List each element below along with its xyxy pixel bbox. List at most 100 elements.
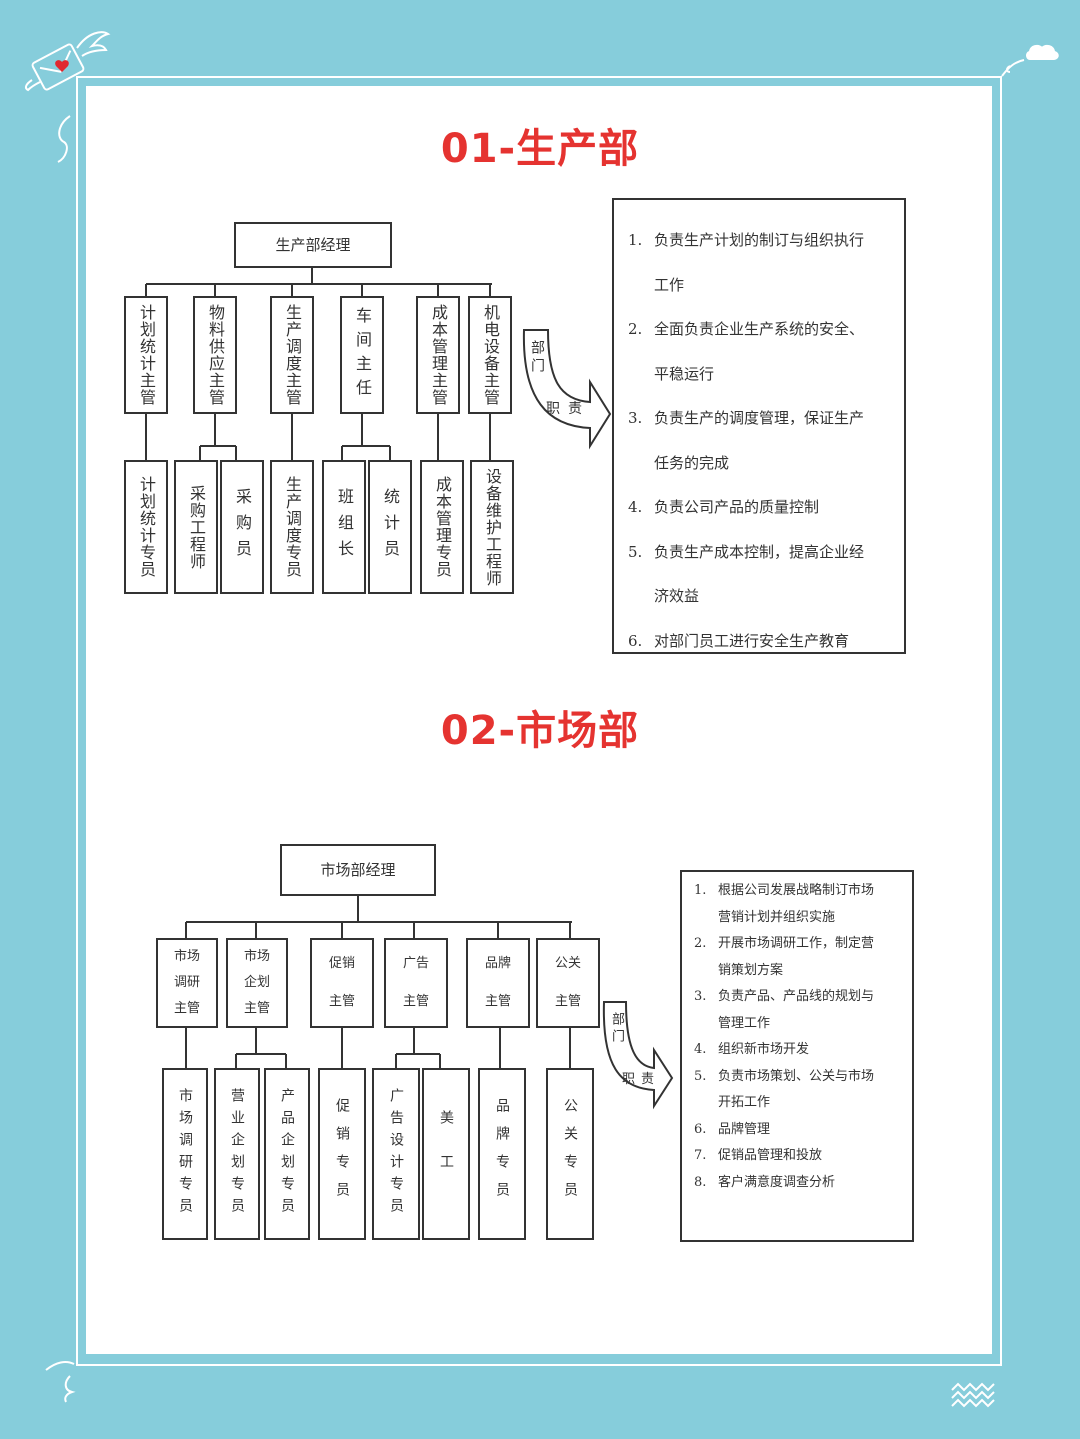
responsibility-item: 6.品牌管理 [694,1117,904,1144]
responsibility-number: 1. [694,883,707,898]
responsibility-text: 负责市场策划、公关与市场 [718,1068,875,1084]
responsibility-item: 7.促销品管理和投放 [694,1143,904,1170]
supervisor-box: 市场调研主管 [156,938,218,1028]
arrow-label-duty: 职责 [622,1072,661,1087]
marketing-manager-box: 市场部经理 [280,844,436,896]
responsibility-text: 品牌管理 [718,1121,771,1137]
responsibility-text: 全面负责企业生产系统的安全、 [654,320,865,338]
page-frame [76,76,1002,1366]
supervisor-box: 物料供应主管 [193,296,237,414]
responsibility-item: 1.负责生产计划的制订与组织执行工作 [628,218,894,307]
responsibility-text: 开拓工作 [718,1095,771,1110]
responsibility-text: 组织新市场开发 [718,1042,810,1057]
staff-box: 采购员 [220,460,264,594]
responsibility-text: 济效益 [654,587,700,605]
responsibility-item: 3.负责产品、产品线的规划与管理工作 [694,984,904,1037]
staff-box: 计划统计专员 [124,460,168,594]
supervisor-label-line: 主管 [554,994,581,1009]
staff-box: 班组长 [322,460,366,594]
supervisor-label-line: 主管 [484,994,511,1009]
responsibility-text: 销策划方案 [718,962,784,978]
responsibility-number: 8. [694,1174,707,1190]
cloud-doodle-icon [1001,44,1059,77]
supervisor-label-line: 市场 [173,949,200,964]
staff-box: 公关专员 [546,1068,594,1240]
supervisor-box: 品牌主管 [466,938,530,1028]
responsibility-item: 4. 负责公司产品的质量控制 [628,485,894,530]
supervisor-label: 市场调研主管 [174,944,200,1022]
responsibility-item: 2.开展市场调研工作，制定营销策划方案 [694,931,904,984]
responsibility-list: 1. 根据公司发展战略制订市场营销计划并组织实施 2.开展市场调研工作，制定营销策划… [694,878,904,1196]
responsibility-text: 对部门员工进行安全生产教育 [654,631,850,650]
supervisor-box: 机电设备主管 [468,296,512,414]
supervisor-box: 促销主管 [310,938,374,1028]
staff-box: 品牌专员 [478,1068,526,1240]
staff-box: 采购工程师 [174,460,218,594]
responsibility-number: 3. [628,409,643,427]
staff-box: 促销专员 [318,1068,366,1240]
wave-doodle-icon [951,1382,995,1408]
supervisor-label-line: 品牌 [484,956,511,971]
supervisor-label-line: 主管 [173,1001,200,1016]
supervisor-label: 公关主管 [555,945,581,1021]
responsibility-item: 3. 负责生产的调度管理，保证生产任务的完成 [628,396,894,485]
supervisor-box: 广告主管 [384,938,448,1028]
supervisor-label-line: 促销 [328,956,355,971]
section-title-marketing: 02-市场部 [440,708,640,754]
section-title-production: 01-生产部 [440,126,640,172]
supervisor-box: 计划统计主管 [124,296,168,414]
responsibility-text: 负责生产计划的制订与组织执行 [654,231,865,249]
responsibility-text: 负责生产成本控制，提高企业经 [654,542,865,561]
supervisor-box: 市场企划主管 [226,938,288,1028]
staff-box: 美工 [422,1068,470,1240]
responsibility-text: 工作 [654,275,685,294]
responsibility-item: 2.全面负责企业生产系统的安全、平稳运行 [628,307,894,396]
responsibility-item: 5.负责生产成本控制，提高企业经济效益 [628,530,894,619]
responsibility-text: 管理工作 [718,1015,771,1031]
responsibility-text: 负责生产的调度管理，保证生产 [654,409,865,427]
marketing-responsibilities-box: 1. 根据公司发展战略制订市场营销计划并组织实施 2.开展市场调研工作，制定营销策划… [680,870,914,1242]
arrow-label-dept: 部门 [529,340,545,376]
responsibility-text: 营销计划并组织实施 [718,909,836,925]
staff-box: 设备维护工程师 [470,460,514,594]
supervisor-box: 车间主任 [340,296,384,414]
supervisor-box: 生产调度主管 [270,296,314,414]
responsibility-text: 平稳运行 [654,364,715,383]
supervisor-label-line: 广告 [402,956,429,971]
responsibility-number: 5. [694,1068,707,1084]
staff-box: 成本管理专员 [420,460,464,594]
production-manager-box: 生产部经理 [234,222,392,268]
responsibility-item: 1. 根据公司发展战略制订市场营销计划并组织实施 [694,878,904,931]
responsibility-number: 4. [694,1042,707,1057]
staff-box: 生产调度专员 [270,460,314,594]
swirl-doodle-bottom-icon [45,1361,76,1403]
responsibility-text: 任务的完成 [654,453,730,472]
supervisor-label: 品牌主管 [485,945,511,1021]
supervisor-label-line: 市场 [243,949,270,964]
responsibility-item: 5. 负责市场策划、公关与市场开拓工作 [694,1064,904,1117]
supervisor-label-line: 公关 [554,956,581,971]
responsibility-text: 开展市场调研工作，制定营 [718,936,875,951]
responsibility-number: 6. [628,631,643,650]
supervisor-label-line: 企划 [243,975,270,990]
responsibility-item: 8. 客户满意度调查分析 [694,1170,904,1197]
supervisor-label-line: 主管 [402,994,429,1009]
responsibility-text: 负责公司产品的质量控制 [654,498,820,516]
swirl-doodle-icon [57,115,71,163]
responsibility-number: 4. [628,498,643,516]
responsibility-item: 6. 对部门员工进行安全生产教育 [628,619,894,664]
staff-box: 统计员 [368,460,412,594]
responsibility-number: 7. [694,1148,707,1163]
envelope-wings-icon [24,31,111,92]
staff-box: 市场调研专员 [162,1068,208,1240]
supervisor-label-line: 调研 [173,975,200,990]
supervisor-box: 公关主管 [536,938,600,1028]
responsibility-text: 客户满意度调查分析 [718,1174,836,1190]
responsibility-text: 根据公司发展战略制订市场 [718,883,875,898]
responsibility-text: 负责产品、产品线的规划与 [718,989,875,1004]
supervisor-label-line: 主管 [243,1001,270,1016]
